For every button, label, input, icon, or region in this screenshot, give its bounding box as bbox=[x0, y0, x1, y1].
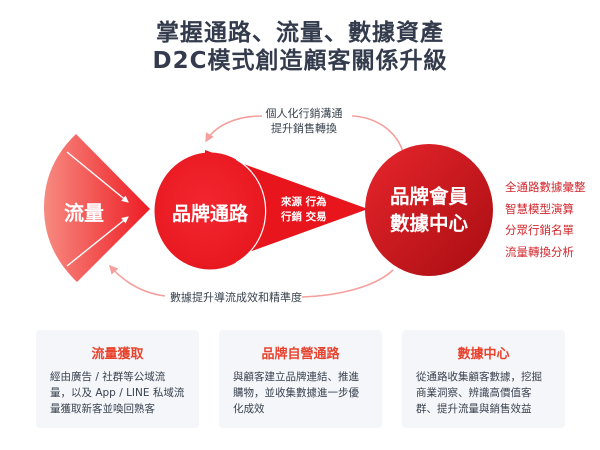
page-title-line1: 掌握通路、流量、數據資產 bbox=[156, 20, 444, 46]
card-body: 與顧客建立品牌連結、推進購物，並收集數據進一步優化成效 bbox=[233, 371, 359, 415]
card-body: 經由廣告 / 社群等公域流量，以及 App / LINE 私域流量獲取新客並喚回… bbox=[50, 371, 185, 415]
flow-diagram-shapes bbox=[44, 115, 493, 298]
summary-cards: 流量獲取 經由廣告 / 社群等公域流量，以及 App / LINE 私域流量獲取… bbox=[36, 330, 565, 428]
card-body: 從通路收集顧客數據，挖掘商業洞察、辨識高價值客群、提升流量與銷售效益 bbox=[416, 371, 542, 415]
card-heading: 品牌自營通路 bbox=[261, 347, 340, 362]
member-label-line1: 品牌會員 bbox=[389, 185, 468, 208]
card-brand-owned-channel: 品牌自營通路 與顧客建立品牌連結、推進購物，並收集數據進一步優化成效 bbox=[219, 330, 382, 428]
flow-diagram: 流量 品牌通路 來源 行為 行銷 交易 品牌會員 數據中心 個人化行銷溝通 提升… bbox=[0, 90, 600, 322]
page-title: 掌握通路、流量、數據資產 D2C模式創造顧客關係升級 bbox=[0, 19, 600, 75]
card-traffic-acquisition: 流量獲取 經由廣告 / 社群等公域流量，以及 App / LINE 私域流量獲取… bbox=[36, 330, 199, 428]
funnel-caption: 來源 行為 行銷 交易 bbox=[281, 195, 331, 225]
data-feedback-arrow bbox=[109, 264, 394, 298]
brand-channel-label: 品牌通路 bbox=[171, 203, 248, 225]
card-heading: 流量獲取 bbox=[91, 347, 144, 362]
personalization-caption-line2: 提升銷售轉換 bbox=[271, 122, 337, 135]
brand-channel-circle bbox=[154, 152, 266, 270]
personalization-arrow bbox=[205, 115, 404, 153]
card-data-center: 數據中心 從通路收集顧客數據，挖掘商業洞察、辨識高價值客群、提升流量與銷售效益 bbox=[402, 330, 565, 428]
feature-item: 全通路數據彙整 bbox=[505, 180, 586, 194]
brand-channel-edge-arc bbox=[235, 158, 267, 264]
page-title-line2: D2C模式創造顧客關係升級 bbox=[152, 48, 448, 74]
traffic-label: 流量 bbox=[64, 201, 104, 225]
feature-item: 智慧模型演算 bbox=[505, 201, 574, 216]
member-label-line2: 數據中心 bbox=[389, 212, 468, 235]
card-heading: 數據中心 bbox=[457, 347, 510, 362]
member-data-center-label: 品牌會員 數據中心 bbox=[359, 183, 499, 237]
feature-item: 分眾行銷名單 bbox=[505, 223, 574, 238]
member-data-center-circle bbox=[365, 144, 493, 276]
traffic-inflow-arrows bbox=[66, 151, 129, 267]
traffic-fan-shape bbox=[44, 134, 150, 282]
funnel-caption-line2: 行銷 交易 bbox=[281, 211, 327, 223]
data-center-feature-list: 全通路數據彙整 智慧模型演算 分眾行銷名單 流量轉換分析 bbox=[505, 177, 600, 264]
personalization-caption-line1: 個人化行銷溝通 bbox=[265, 107, 343, 120]
funnel-caption-line1: 來源 行為 bbox=[281, 196, 327, 208]
feature-item: 流量轉換分析 bbox=[505, 245, 574, 260]
personalization-caption: 個人化行銷溝通 提升銷售轉換 bbox=[238, 106, 370, 136]
data-feedback-caption: 數據提升導流成效和精準度 bbox=[170, 291, 302, 304]
